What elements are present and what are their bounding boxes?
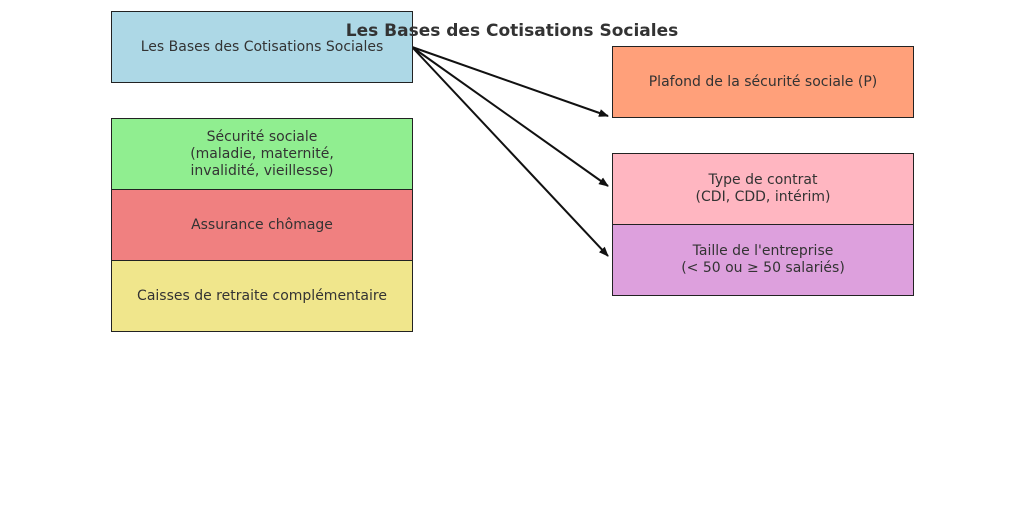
box-line: Taille de l'entreprise [692, 243, 834, 259]
box-line: Sécurité sociale [206, 128, 318, 145]
box-type-contrat: Type de contrat (CDI, CDD, intérim) [612, 153, 914, 225]
box-taille-entreprise: Taille de l'entreprise (< 50 ou ≥ 50 sal… [612, 224, 914, 296]
box-assurance-chomage: Assurance chômage [111, 189, 413, 261]
box-line: (CDI, CDD, intérim) [695, 189, 831, 205]
box-line: (maladie, maternité, [190, 145, 334, 162]
source-box: Les Bases des Cotisations Sociales [111, 11, 413, 83]
box-line: Assurance chômage [191, 216, 333, 233]
arrow-to-type-contrat [411, 46, 609, 187]
box-line: Type de contrat [708, 172, 818, 188]
box-securite-sociale: Sécurité sociale (maladie, maternité, in… [111, 118, 413, 190]
box-retraite-complementaire: Caisses de retraite complémentaire [111, 260, 413, 332]
arrow-to-plafond [411, 46, 609, 117]
box-plafond: Plafond de la sécurité sociale (P) [612, 46, 914, 118]
arrow-to-taille-entreprise [411, 46, 609, 257]
box-line: Caisses de retraite complémentaire [137, 287, 387, 304]
source-box-label: Les Bases des Cotisations Sociales [140, 38, 384, 55]
box-line: (< 50 ou ≥ 50 salariés) [681, 260, 845, 276]
box-line: invalidité, vieillesse) [190, 162, 334, 179]
box-line: Plafond de la sécurité sociale (P) [648, 73, 878, 90]
diagram-title: Les Bases des Cotisations Sociales [345, 21, 679, 41]
